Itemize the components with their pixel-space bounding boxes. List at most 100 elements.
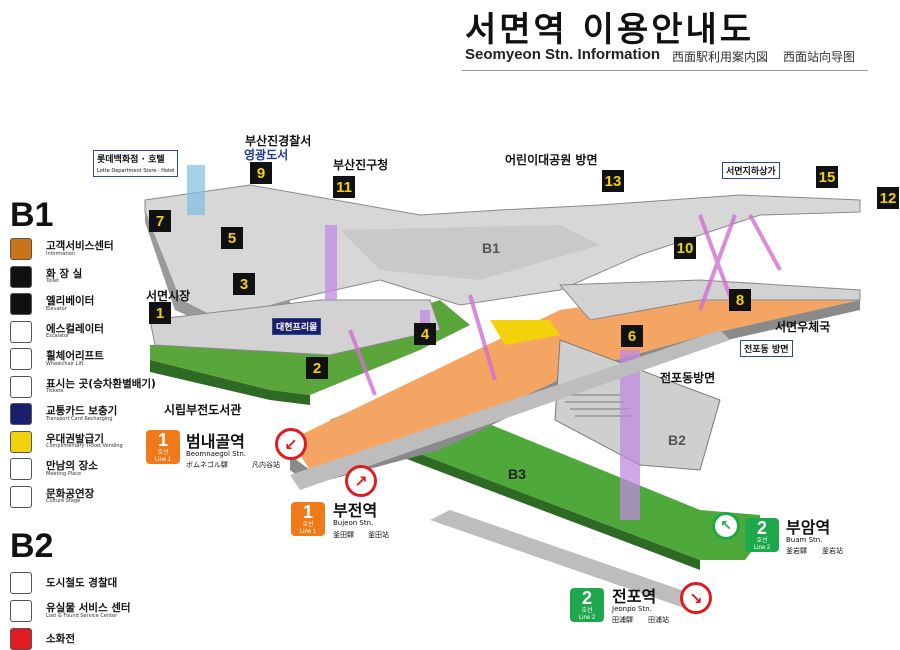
legend-sublabel: Toilet <box>46 278 60 285</box>
legend-label: 고객서비스센터 <box>46 240 114 253</box>
station-zh-beomnaegol: 凡内谷站 <box>252 461 280 469</box>
legend-label: 화 장 실 <box>46 267 83 280</box>
mall-sign: 대현프리몰 <box>272 318 322 335</box>
map-level-b2: B2 <box>668 432 686 448</box>
library-label: 시립부전도서관 <box>164 403 242 417</box>
jeonpo-direction-sign: 전포동 방면 <box>740 340 793 357</box>
legend-sublabel: Tickets <box>46 388 64 395</box>
station-en-bujeon: Bujeon Stn. <box>333 519 374 527</box>
b1-cross-corridor <box>340 225 600 280</box>
culture-stage <box>490 320 560 345</box>
youngkwang-label: 영광도서 <box>244 148 289 162</box>
page-title-english: Seomyeon Stn. Information <box>465 46 661 63</box>
escalator-icon <box>10 320 32 343</box>
braille-icon <box>10 375 32 398</box>
b2-platform <box>290 290 860 470</box>
lost-found-icon <box>10 600 32 622</box>
police-icon <box>10 572 32 594</box>
exit-8-label: 서면우체국 <box>775 320 831 334</box>
jeonpo-direction-label: 전포동방면 <box>660 371 716 385</box>
legend-item: 도시철도 경찰대 <box>10 572 117 594</box>
exit-4[interactable]: 4 <box>414 323 436 345</box>
exit-6[interactable]: 6 <box>621 325 643 347</box>
legend-label: 교통카드 보충기 <box>46 405 118 418</box>
info-icon <box>10 238 32 260</box>
legend-heading-b2: B2 <box>10 527 54 565</box>
complimentary-ticket-icon <box>10 430 32 453</box>
legend-label: 소화전 <box>46 632 75 645</box>
legend-sublabel: Meeting Place <box>46 470 82 477</box>
elevator-icon <box>10 293 32 315</box>
legend-label: 만남의 장소 <box>46 460 98 473</box>
legend-sublabel: Information <box>46 250 75 257</box>
exit-11[interactable]: 11 <box>333 176 355 198</box>
station-zh-buam: 釜岩站 <box>822 547 843 555</box>
legend-sublabel: Wheelchair Lift <box>46 360 84 367</box>
station-zh-bujeon: 釜田站 <box>368 531 389 539</box>
jeonpo-direction-arrow[interactable]: ↘ <box>680 582 712 614</box>
exit-2[interactable]: 2 <box>306 357 328 379</box>
exit-10[interactable]: 10 <box>674 237 696 259</box>
meeting-place-icon <box>10 458 32 480</box>
exit-5[interactable]: 5 <box>221 227 243 249</box>
legend-sublabel: Complimentary Ticket Vending <box>46 443 123 450</box>
page-title: 서면역 이용안내도 <box>465 10 755 50</box>
legend-sublabel: Lost & Found Service Center <box>46 612 118 619</box>
map-level-b1: B1 <box>482 240 500 256</box>
legend-label: 엘리베이터 <box>46 295 95 308</box>
station-en-jeonpo: Jeonpo Stn. <box>612 605 652 613</box>
legend-sublabel: Escalator <box>46 333 70 340</box>
station-en-buam: Buam Stn. <box>786 536 823 544</box>
exit-7[interactable]: 7 <box>149 210 171 232</box>
exit-9-label: 부산진경찰서 <box>245 134 312 148</box>
station-ja-beomnaegol: ボムネゴル驛 <box>186 461 228 469</box>
station-ja-jeonpo: 田浦驛 <box>612 616 633 624</box>
station-name-bujeon: 부전역 <box>333 501 378 520</box>
buam-direction-arrow[interactable]: ↖ <box>712 512 740 540</box>
legend-label: 휠체어리프트 <box>46 350 104 363</box>
b1-right-corridor <box>558 279 861 321</box>
legend-item: 표시는 곳(승차환별배기)Tickets <box>10 375 156 398</box>
exit-13[interactable]: 13 <box>602 170 624 192</box>
bujeon-direction-arrow[interactable]: ↗ <box>345 465 377 497</box>
station-en-beomnaegol: Beomnaegol Stn. <box>186 450 246 458</box>
legend-sublabel: Elevator <box>46 305 67 312</box>
exit-9[interactable]: 9 <box>250 162 272 184</box>
exit-3[interactable]: 3 <box>233 273 255 295</box>
legend-label: 우대권발급기 <box>46 432 104 445</box>
legend-label: 도시철도 경찰대 <box>46 576 118 589</box>
exit-13-label: 어린이대공원 방면 <box>505 153 598 167</box>
page-title-chinese: 西面站向导图 <box>783 50 856 64</box>
legend-label: 유실물 서비스 센터 <box>46 602 131 615</box>
legend-sublabel: Transport Card Recharging <box>46 415 113 422</box>
exit-15[interactable]: 15 <box>816 166 838 188</box>
station-ja-buam: 釜岩驛 <box>786 547 807 555</box>
exit-1[interactable]: 1 <box>149 302 171 324</box>
station-name-buam: 부암역 <box>786 518 831 537</box>
legend-sublabel: Culture Stage <box>46 498 81 505</box>
exit-8[interactable]: 8 <box>729 289 751 311</box>
wheelchair-ramp-icon <box>10 348 32 370</box>
beomnaegol-direction-arrow[interactable]: ↙ <box>275 428 307 460</box>
toilet-icon <box>10 265 32 288</box>
station-name-beomnaegol: 범내골역 <box>186 432 245 451</box>
exit-12[interactable]: 12 <box>877 187 899 209</box>
title-divider <box>462 70 868 71</box>
exit-11-label: 부산진구청 <box>333 158 389 172</box>
